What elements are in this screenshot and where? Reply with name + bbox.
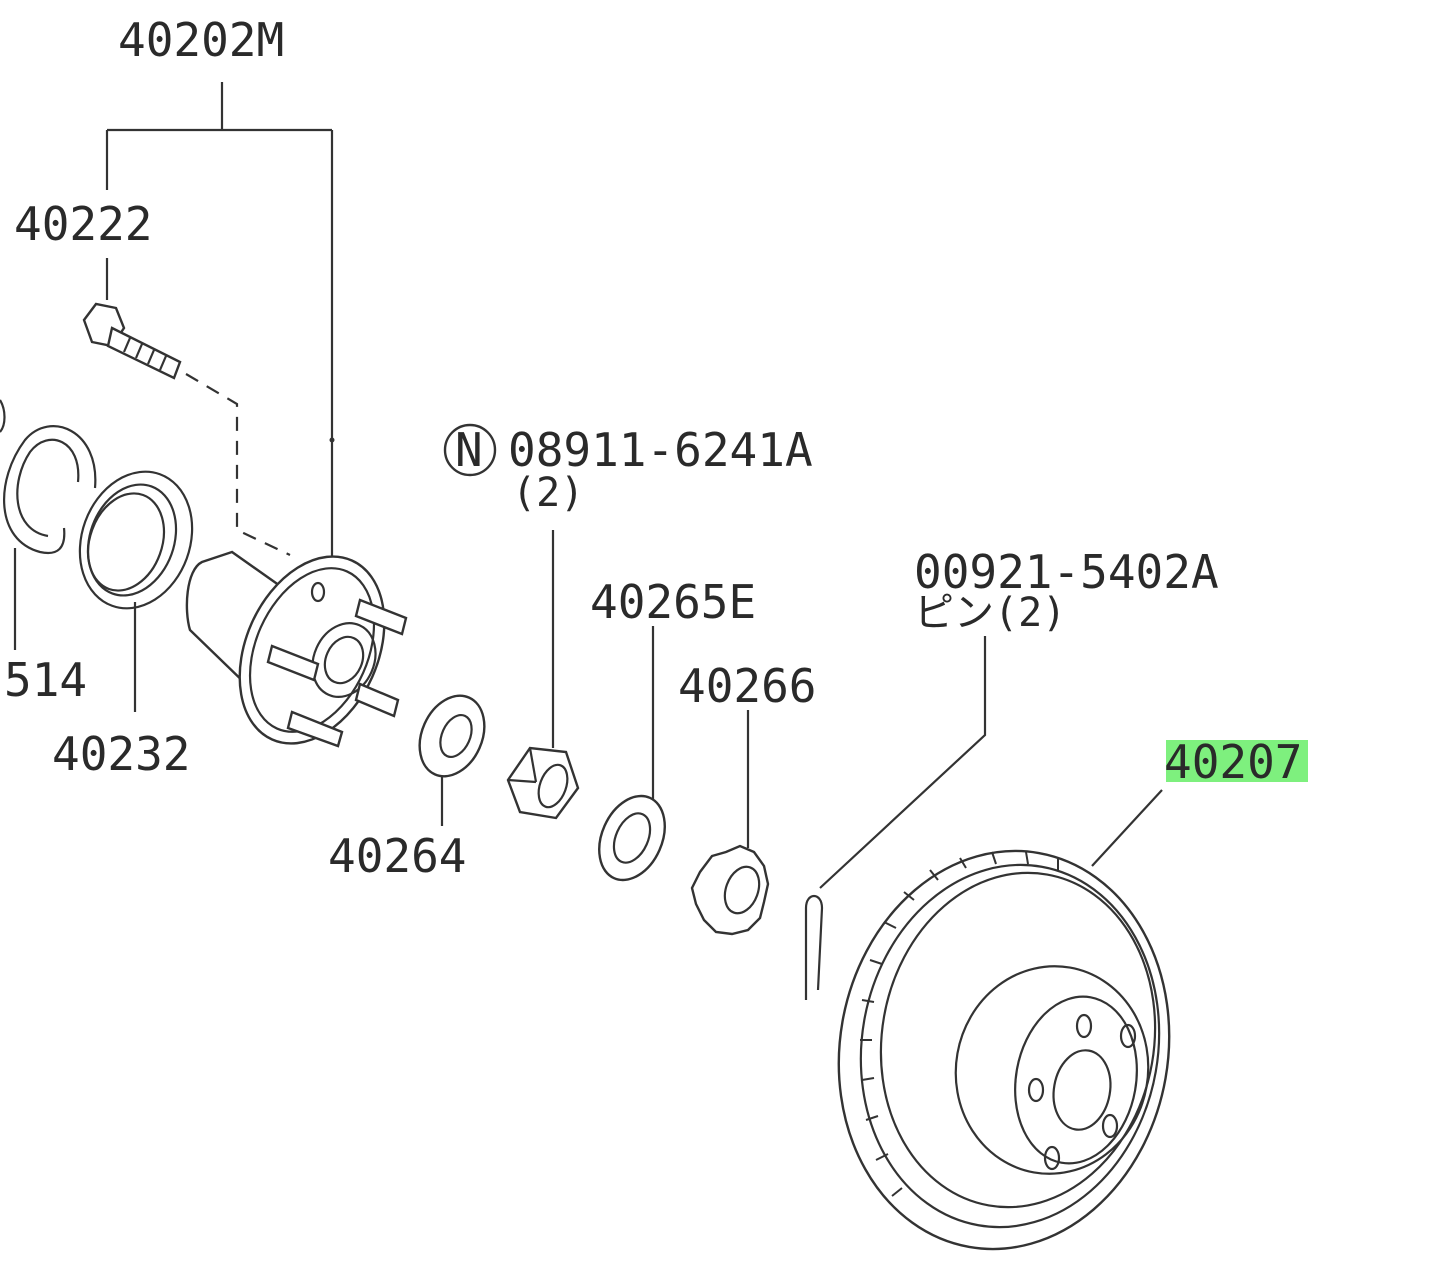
cotter-pin-00921-5402A (804, 894, 824, 1000)
label-cotter-pin-desc: ピン(2) (914, 590, 1066, 636)
hub-40202M (185, 550, 408, 748)
label-nut-qty: (2) (512, 470, 584, 516)
washer-40264 (418, 694, 486, 778)
hub-bolt-40222 (82, 302, 182, 380)
label-40265E: 40265E (590, 575, 756, 629)
label-40222: 40222 (14, 197, 152, 251)
label-08911-6241A: 08911-6241A (508, 423, 813, 477)
label-40266: 40266 (678, 659, 816, 713)
leader-lines (13, 82, 1163, 889)
snap-ring-514 (0, 399, 97, 555)
seal-40232 (78, 470, 194, 610)
label-00921-5402A: 00921-5402A (914, 545, 1219, 599)
label-40207: 40207 (1164, 735, 1302, 789)
brake-rotor-40207 (837, 849, 1171, 1251)
nut-08911-6241A (506, 746, 580, 820)
circled-n-letter: N (455, 423, 483, 477)
label-514: 514 (4, 653, 87, 707)
label-40202M: 40202M (118, 13, 284, 67)
washer-40265E (598, 794, 666, 882)
lock-cap-40266 (690, 844, 770, 936)
labels: 40202M 40222 514 40232 40264 N 08911-624… (4, 13, 1308, 883)
circled-n-icon (443, 423, 497, 477)
label-40264: 40264 (328, 829, 466, 883)
label-40232: 40232 (52, 727, 190, 781)
rotor-label-highlight (1166, 740, 1308, 782)
